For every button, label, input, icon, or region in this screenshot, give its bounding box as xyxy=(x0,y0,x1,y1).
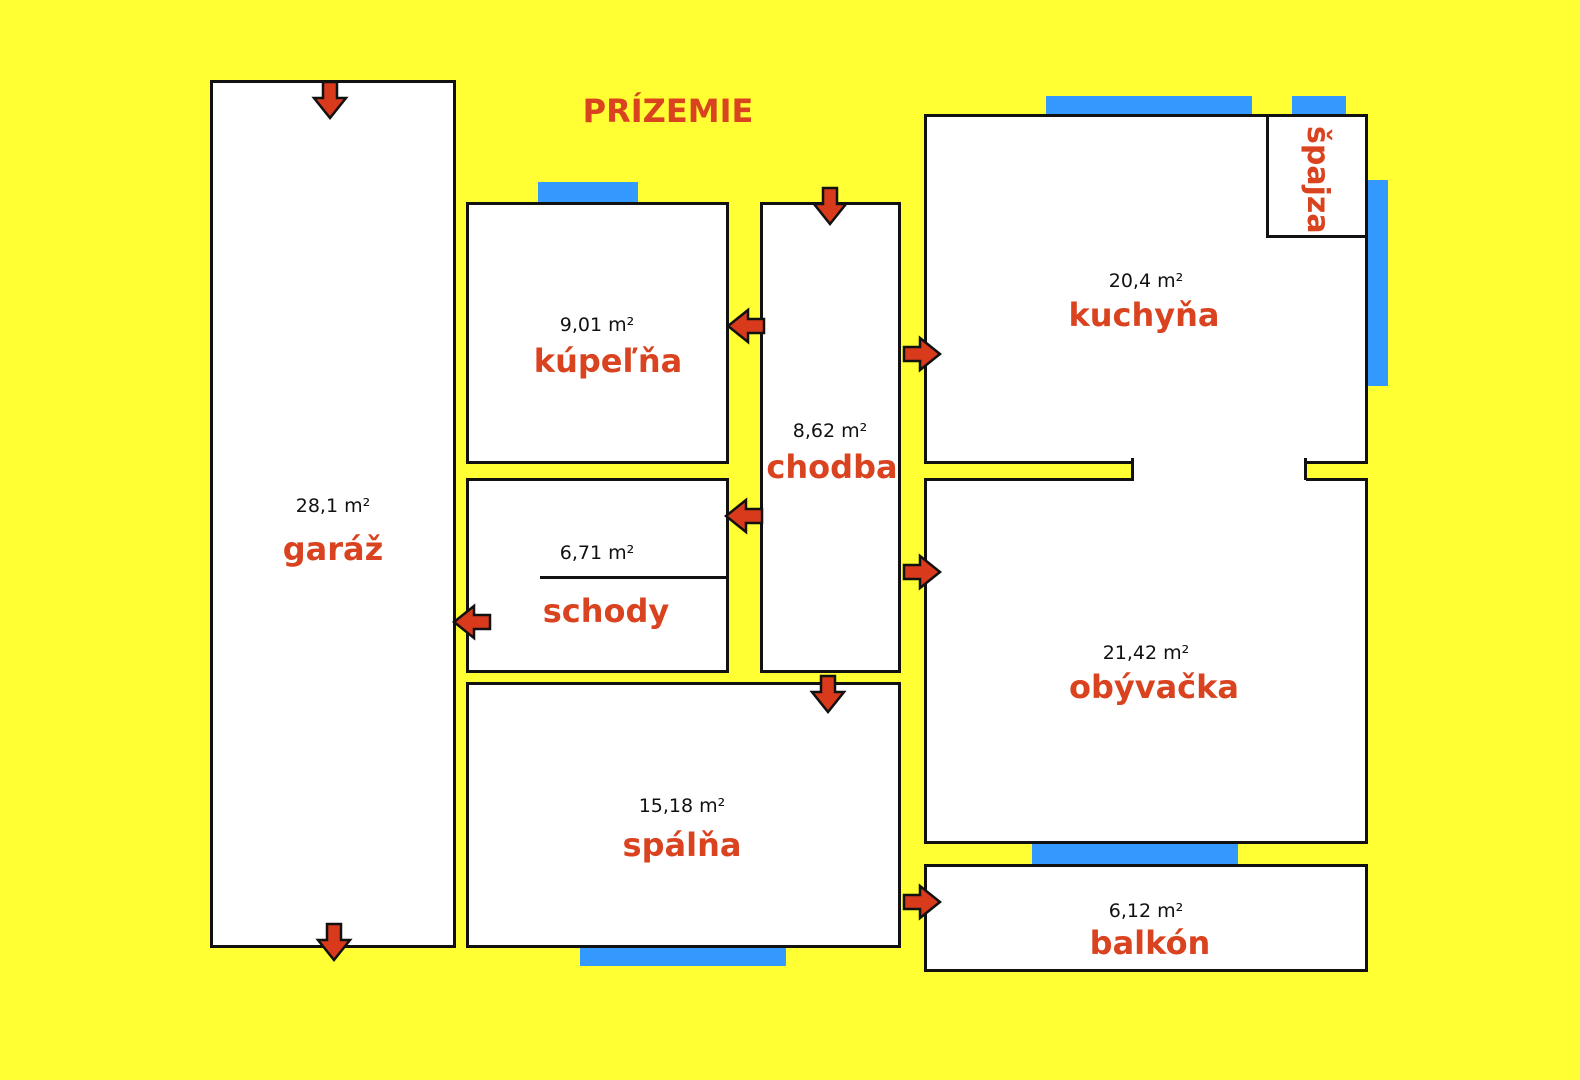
area-unit: m² xyxy=(1163,642,1190,664)
label-schody: schody xyxy=(542,592,670,630)
door-arrow-icon xyxy=(810,186,850,227)
label-kupelna: kúpeľňa xyxy=(533,342,683,380)
room-spajza xyxy=(1266,114,1368,238)
wall-stub-left xyxy=(1131,458,1134,480)
door-arrow-icon xyxy=(902,334,943,374)
area-unit: m² xyxy=(1157,900,1184,922)
area-schody-value: 6,71 xyxy=(559,542,603,564)
area-unit: m² xyxy=(699,795,726,817)
label-chodba: chodba xyxy=(766,448,898,486)
door-arrow-icon xyxy=(310,80,350,121)
door-arrow-icon xyxy=(808,674,848,715)
label-kuchyna: kuchyňa xyxy=(1068,296,1220,334)
area-balkon: 6,12 m² xyxy=(1109,900,1183,922)
area-kupelna-value: 9,01 xyxy=(559,314,603,336)
label-balkon: balkón xyxy=(1089,924,1211,962)
open-passage xyxy=(1134,458,1306,484)
window-spajza-top xyxy=(1292,96,1346,116)
room-schody xyxy=(466,478,729,673)
area-kupelna: 9,01 m² xyxy=(560,314,634,336)
area-unit: m² xyxy=(344,495,371,517)
door-arrow-icon xyxy=(723,496,764,536)
floor-title: PRÍZEMIE xyxy=(582,92,754,130)
area-garaz: 28,1 m² xyxy=(296,495,370,517)
area-balkon-value: 6,12 xyxy=(1108,900,1152,922)
window-kupelna xyxy=(538,182,638,204)
stair-line xyxy=(540,576,728,579)
area-garaz-value: 28,1 xyxy=(295,495,339,517)
area-obyvacka: 21,42 m² xyxy=(1103,642,1190,664)
door-arrow-icon xyxy=(725,306,766,346)
area-kuchyna-value: 20,4 xyxy=(1108,270,1152,292)
area-unit: m² xyxy=(841,420,868,442)
window-kuchyna-right xyxy=(1368,180,1388,386)
door-arrow-icon xyxy=(902,552,943,592)
room-spalna xyxy=(466,682,901,948)
area-obyvacka-value: 21,42 xyxy=(1102,642,1158,664)
room-balkon xyxy=(924,864,1368,972)
window-spalna xyxy=(580,944,786,966)
label-garaz: garáž xyxy=(282,530,384,568)
room-kupelna xyxy=(466,202,729,464)
door-arrow-icon xyxy=(902,882,943,922)
room-chodba xyxy=(760,202,901,673)
area-spalna-value: 15,18 xyxy=(638,795,694,817)
label-obyvacka: obývačka xyxy=(1068,668,1240,706)
area-unit: m² xyxy=(608,542,635,564)
area-unit: m² xyxy=(608,314,635,336)
area-chodba-value: 8,62 xyxy=(792,420,836,442)
area-unit: m² xyxy=(1157,270,1184,292)
door-arrow-icon xyxy=(314,922,354,963)
area-kuchyna: 20,4 m² xyxy=(1109,270,1183,292)
label-spajza: špajza xyxy=(1300,126,1335,234)
room-obyvacka xyxy=(924,478,1368,844)
door-arrow-icon xyxy=(451,602,492,642)
area-chodba: 8,62 m² xyxy=(793,420,867,442)
window-obyvacka xyxy=(1032,842,1238,864)
window-kuchyna-top xyxy=(1046,96,1252,116)
label-spalna: spálňa xyxy=(622,826,742,864)
area-schody: 6,71 m² xyxy=(560,542,634,564)
wall-stub-right xyxy=(1304,458,1307,480)
room-garaz xyxy=(210,80,456,948)
area-spalna: 15,18 m² xyxy=(639,795,726,817)
